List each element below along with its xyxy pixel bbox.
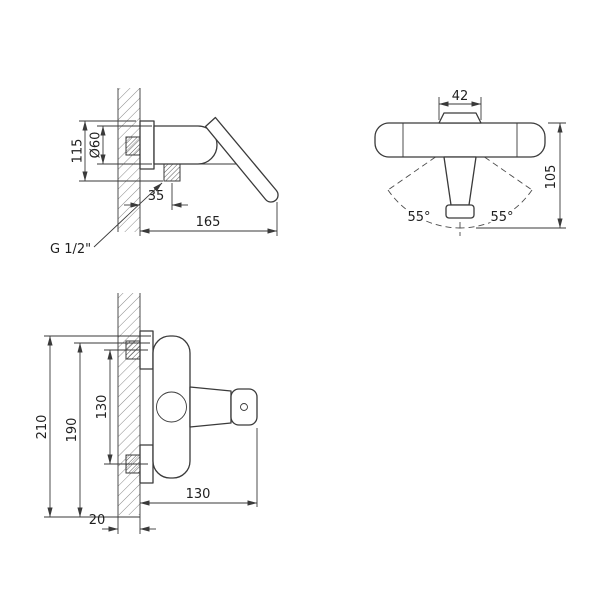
dim-label-body-190: 190 [65,418,80,443]
escutcheon [139,120,155,170]
wall-fitting [125,136,141,156]
dim-label-overall-210: 210 [35,415,50,440]
faucet-body [153,125,218,165]
dim-label-diameter-60: Ø60 [89,132,104,159]
dim-label-depth-130: 130 [186,487,211,502]
side-view: 115 Ø60 35 165 G 1/2" [50,88,279,257]
dim-label-handle-width-42: 42 [452,89,469,104]
plan-view: 210 190 130 130 20 [35,293,258,534]
dimension-diameter-60: Ø60 [89,125,152,165]
wall-hatch [118,88,140,232]
dimension-130-centers: 130 [95,349,148,465]
handle-cap-detail [240,403,248,411]
wall-hatch-plan [118,293,140,515]
thread-callout: G 1/2" [50,182,163,257]
dim-label-height-105: 105 [544,165,559,190]
mixer-body-plan [152,335,191,479]
wall-section-plan [117,293,141,515]
dimension-20: 20 [89,513,156,534]
handle-base [438,112,482,124]
dimension-165: 165 [139,202,278,236]
swing-arc-right [459,189,533,229]
dim-label-centers-130: 130 [95,395,110,420]
outlet-spout [445,204,475,219]
body-center-detail [156,391,187,423]
handle-cap [230,388,258,426]
cartridge-column [443,156,477,206]
swing-arc-left [387,189,461,229]
handle-lever [204,116,279,203]
dimension-130-depth: 130 [139,428,258,507]
mixer-body-front [374,122,546,158]
dimension-115: 115 [71,120,163,182]
dim-label-swing-right-55: 55° [490,210,513,225]
outlet-connection [163,163,181,182]
thread-label: G 1/2" [50,242,91,257]
dimension-210: 210 [35,335,151,518]
dim-label-depth-165: 165 [196,215,221,230]
dim-label-height-115: 115 [71,139,86,164]
dimension-105: 105 [476,122,566,229]
dim-label-outlet-offset-35: 35 [148,189,165,204]
front-view: 42 105 55° 55° [374,89,566,236]
dimension-190: 190 [65,342,150,518]
dimension-42: 42 [438,89,482,120]
cartridge-housing [189,386,232,428]
dim-label-swing-left-55: 55° [407,210,430,225]
dim-label-wall-20: 20 [89,513,106,528]
